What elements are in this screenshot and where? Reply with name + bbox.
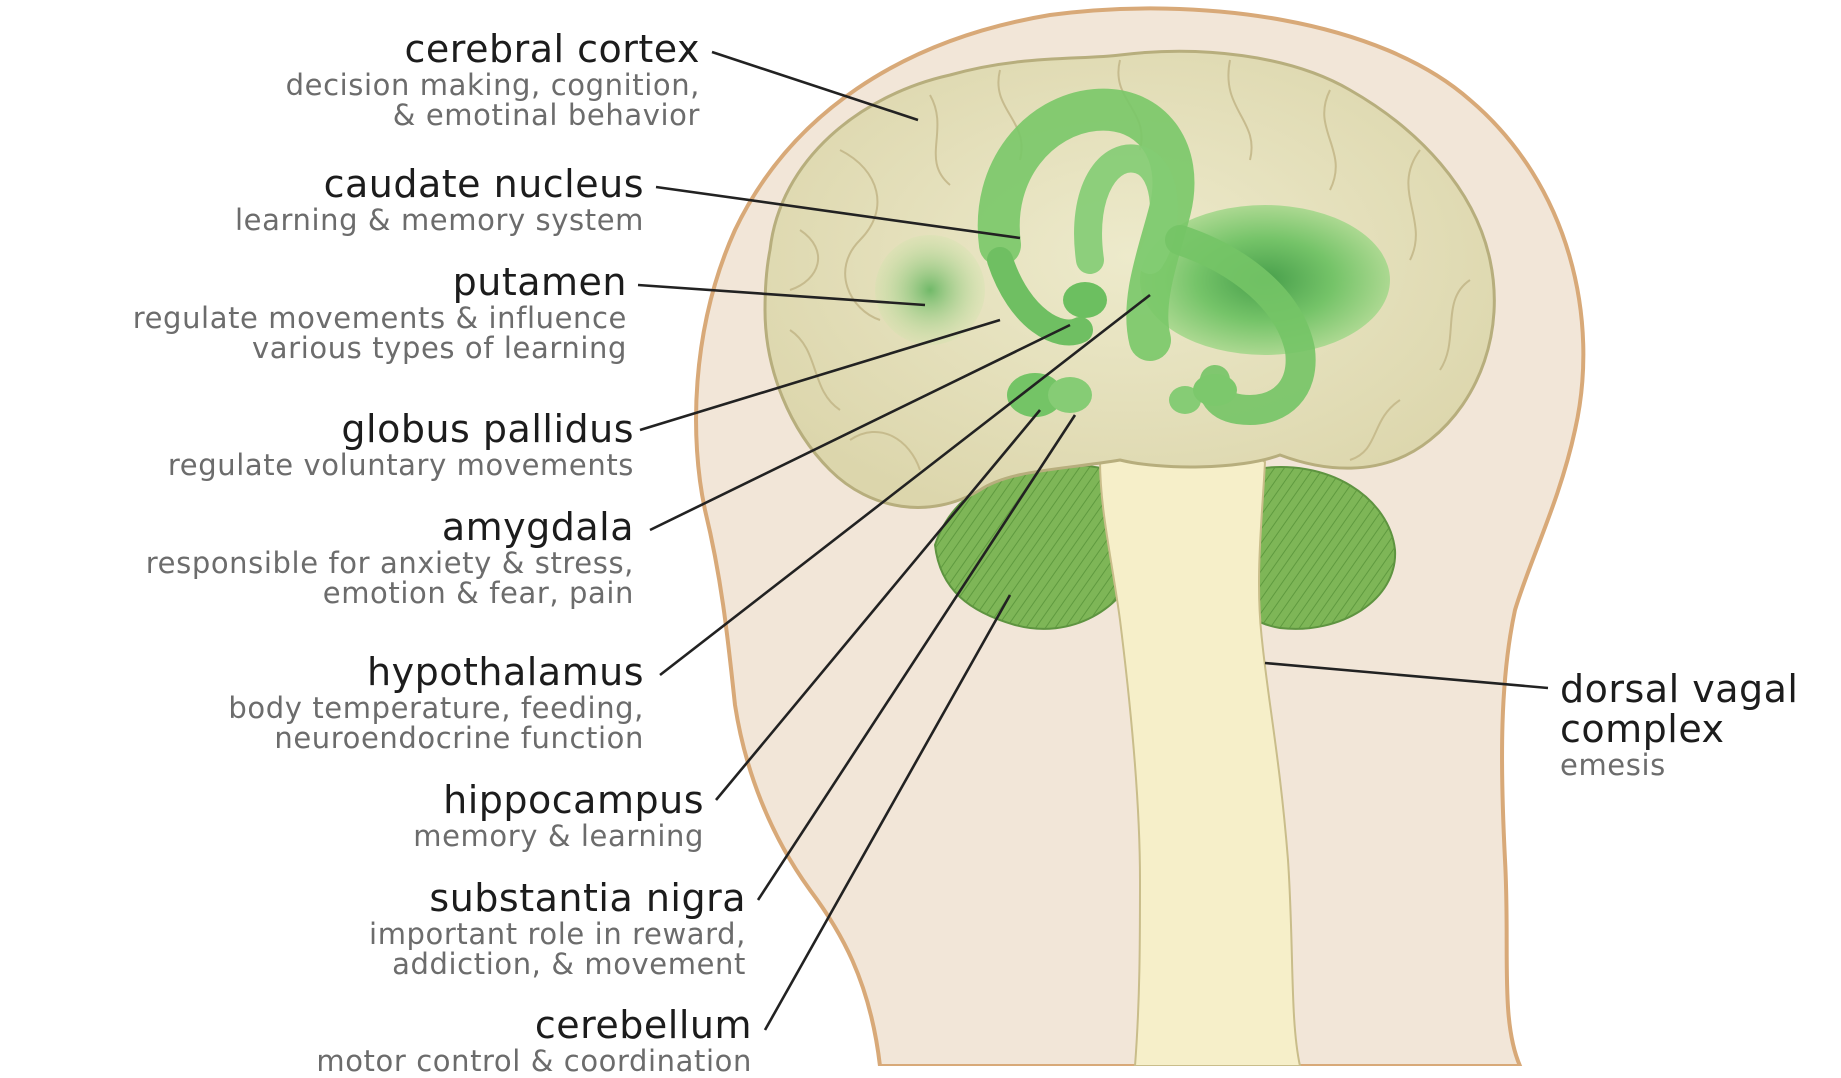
label-desc: neuroendocrine function [0,723,644,753]
label-dorsal-vagal-complex: dorsal vagal complex emesis [1560,670,1840,780]
label-hypothalamus: hypothalamus body temperature, feeding, … [0,653,644,754]
label-desc: emotion & fear, pain [0,578,634,608]
label-desc: regulate voluntary movements [0,450,634,480]
label-desc: motor control & coordination [0,1046,752,1076]
label-putamen: putamen regulate movements & influence v… [0,263,627,364]
label-desc: memory & learning [0,821,704,851]
label-title: amygdala [0,508,634,548]
label-title: hypothalamus [0,653,644,693]
label-title: hippocampus [0,781,704,821]
label-amygdala: amygdala responsible for anxiety & stres… [0,508,634,609]
label-title: dorsal vagal [1560,670,1840,710]
label-substantia-nigra: substantia nigra important role in rewar… [0,879,746,980]
label-caudate-nucleus: caudate nucleus learning & memory system [0,165,644,235]
label-title: cerebellum [0,1006,752,1046]
label-desc: learning & memory system [0,205,644,235]
label-title: cerebral cortex [0,30,700,70]
label-title: caudate nucleus [0,165,644,205]
label-hippocampus: hippocampus memory & learning [0,781,704,851]
label-desc: emesis [1560,750,1840,780]
label-title: complex [1560,710,1840,750]
label-desc: body temperature, feeding, [0,693,644,723]
label-desc: regulate movements & influence [0,303,627,333]
label-desc: addiction, & movement [0,949,746,979]
label-desc: responsible for anxiety & stress, [0,548,634,578]
label-cerebral-cortex: cerebral cortex decision making, cogniti… [0,30,700,131]
label-globus-pallidus: globus pallidus regulate voluntary movem… [0,410,634,480]
label-desc: important role in reward, [0,919,746,949]
label-desc: & emotinal behavior [0,100,700,130]
label-title: globus pallidus [0,410,634,450]
label-title: substantia nigra [0,879,746,919]
label-desc: decision making, cognition, [0,70,700,100]
label-title: putamen [0,263,627,303]
label-desc: various types of learning [0,333,627,363]
